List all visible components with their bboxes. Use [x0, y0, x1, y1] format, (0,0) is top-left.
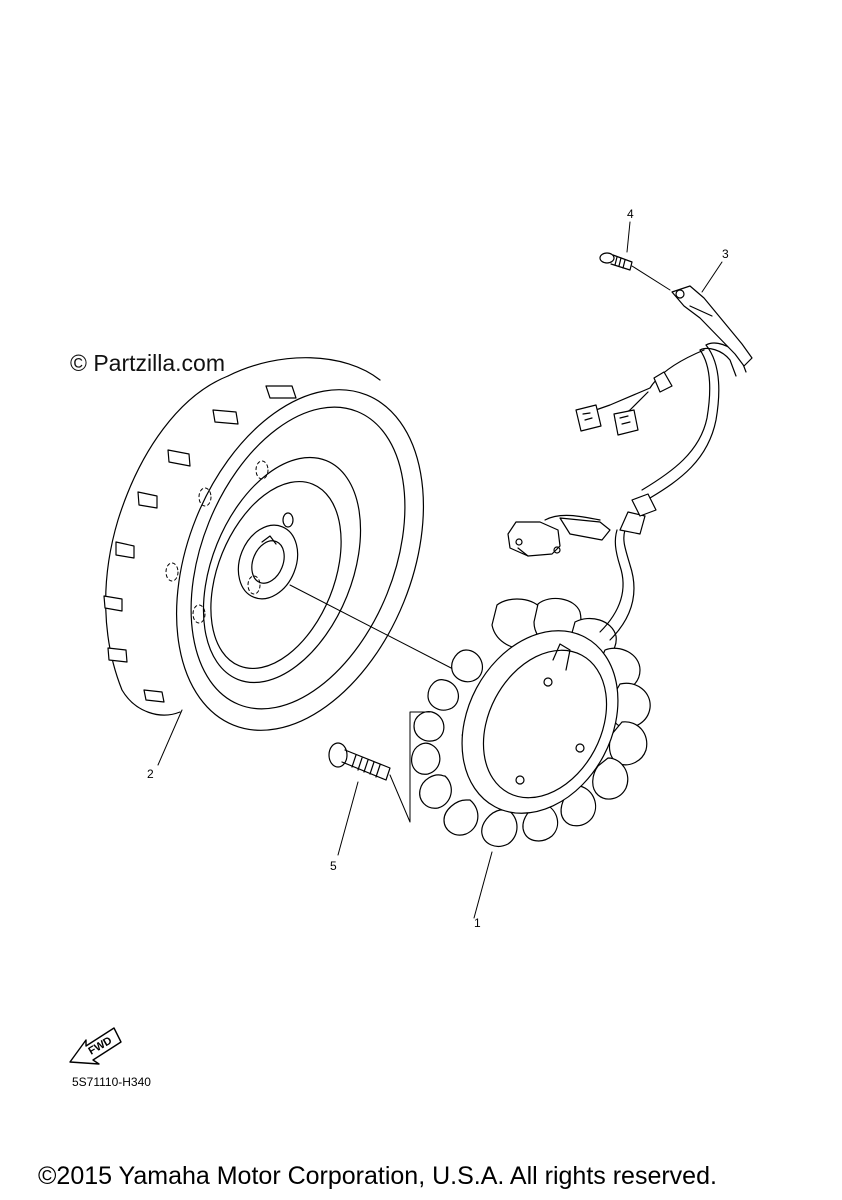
clamp-bracket	[671, 285, 753, 367]
callout-5: 5	[330, 859, 337, 873]
wire-harness	[507, 342, 747, 641]
bolt-small	[599, 252, 671, 291]
rotor-flywheel	[103, 357, 425, 731]
callout-3: 3	[722, 247, 729, 261]
leader-lines	[157, 221, 723, 919]
callout-4: 4	[627, 207, 634, 221]
copyright-notice: ©2015 Yamaha Motor Corporation, U.S.A. A…	[38, 1162, 717, 1190]
callout-2: 2	[147, 767, 154, 781]
fwd-arrow-icon: FWD	[69, 1027, 122, 1065]
watermark-text: © Partzilla.com	[70, 350, 225, 376]
bolt-stator	[328, 711, 431, 823]
part-code: 5S71110-H340	[72, 1075, 151, 1089]
callout-1: 1	[474, 916, 481, 930]
stator-coil	[411, 597, 651, 847]
assembly-line	[289, 584, 456, 671]
